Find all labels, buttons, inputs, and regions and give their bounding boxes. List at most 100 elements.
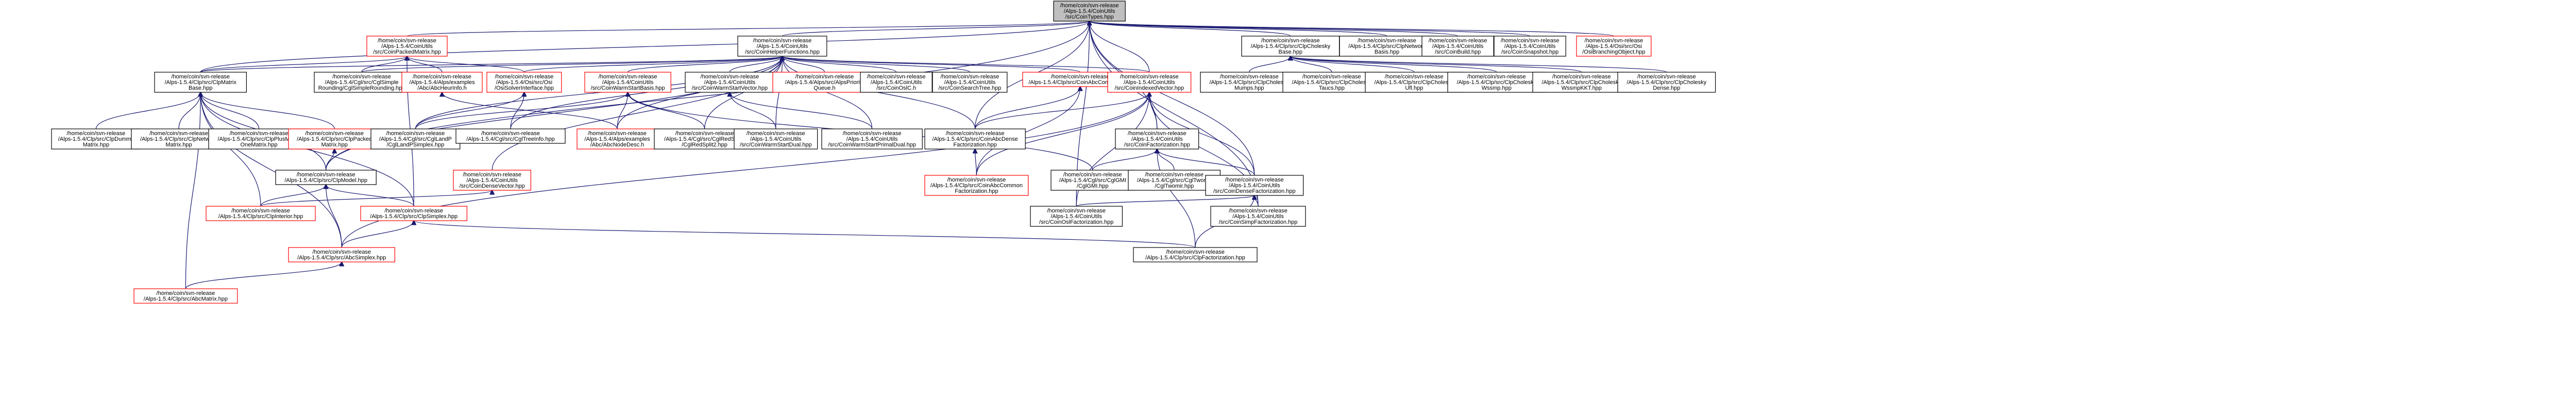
node-label-line: /Alps-1.5.4/Clp/src/ClpModel.hpp bbox=[284, 177, 367, 184]
node-coin-build[interactable]: /home/coin/svn-release/Alps-1.5.4/CoinUt… bbox=[1421, 36, 1494, 57]
node-clp-interior[interactable]: /home/coin/svn-release/Alps-1.5.4/Clp/sr… bbox=[206, 206, 316, 221]
node-coin-abc-common-factorization[interactable]: /home/coin/svn-release/Alps-1.5.4/Clp/sr… bbox=[924, 175, 1029, 196]
node-box bbox=[1421, 36, 1494, 57]
edge-coinBuild-to-root bbox=[1090, 21, 1459, 37]
edge-cglSimpleRounding-to-coinHelper bbox=[361, 56, 782, 73]
node-label-line: /Alps-1.5.4/CoinUtils bbox=[944, 79, 996, 86]
node-label-line: /home/coin/svn-release bbox=[747, 130, 805, 137]
node-coin-warm-start-vector[interactable]: /home/coin/svn-release/Alps-1.5.4/CoinUt… bbox=[685, 72, 775, 93]
edge-osiBranching-to-root bbox=[1090, 21, 1614, 37]
node-root[interactable]: /home/coin/svn-release/Alps-1.5.4/CoinUt… bbox=[1053, 1, 1126, 22]
node-clp-cholesky-dense[interactable]: /home/coin/svn-release/Alps-1.5.4/Clp/sr… bbox=[1617, 72, 1716, 93]
node-label-line: /src/CoinDenseFactorization.hpp bbox=[1213, 188, 1296, 194]
node-cgl-simple-rounding[interactable]: /home/coin/svn-release/Alps-1.5.4/Cgl/sr… bbox=[314, 72, 410, 93]
node-label-line: /home/coin/svn-release bbox=[701, 74, 759, 80]
node-clp-cholesky-mumps[interactable]: /home/coin/svn-release/Alps-1.5.4/Clp/sr… bbox=[1200, 72, 1299, 93]
node-clp-cholesky-base[interactable]: /home/coin/svn-release/Alps-1.5.4/Clp/sr… bbox=[1241, 36, 1340, 57]
node-coin-simp-factorization[interactable]: /home/coin/svn-release/Alps-1.5.4/CoinUt… bbox=[1210, 206, 1306, 227]
node-coin-warm-start-primal-dual[interactable]: /home/coin/svn-release/Alps-1.5.4/CoinUt… bbox=[821, 128, 923, 150]
node-coin-dense-vector[interactable]: /home/coin/svn-release/Alps-1.5.4/CoinUt… bbox=[453, 170, 531, 191]
node-coin-dense-factorization[interactable]: /home/coin/svn-release/Alps-1.5.4/CoinUt… bbox=[1205, 175, 1304, 196]
node-label-line: /Alps-1.5.4/Clp/src/AbcSimplex.hpp bbox=[297, 255, 386, 261]
node-label-line: /home/coin/svn-release bbox=[1060, 3, 1119, 9]
node-clp-cholesky-wssmp[interactable]: /home/coin/svn-release/Alps-1.5.4/Clp/sr… bbox=[1447, 72, 1546, 93]
node-clp-packed-matrix[interactable]: /home/coin/svn-release/Alps-1.5.4/Clp/sr… bbox=[288, 128, 381, 150]
node-coin-warm-start-dual[interactable]: /home/coin/svn-release/Alps-1.5.4/CoinUt… bbox=[734, 128, 818, 150]
node-label-line: /home/coin/svn-release bbox=[384, 208, 443, 214]
node-coin-warm-start-basis[interactable]: /home/coin/svn-release/Alps-1.5.4/CoinUt… bbox=[584, 72, 671, 93]
node-box bbox=[133, 288, 238, 304]
node-label-line: /home/coin/svn-release bbox=[1358, 38, 1416, 44]
node-cgl-land-p[interactable]: /home/coin/svn-release/Alps-1.5.4/Cgl/sr… bbox=[370, 128, 461, 150]
edge-coinAbcDenseFactorization-to-coinIndexedVector bbox=[975, 92, 1149, 129]
edge-clpCholeskyWssmp-to-clpCholeskyBase bbox=[1291, 56, 1497, 73]
node-label-line: /Alps-1.5.4/Clp/src/ClpCholesky bbox=[1456, 79, 1536, 86]
node-label-line: /src/CoinSearchTree.hpp bbox=[938, 85, 1001, 91]
node-coin-abc-dense-factorization[interactable]: /home/coin/svn-release/Alps-1.5.4/Clp/sr… bbox=[924, 128, 1026, 150]
node-box bbox=[275, 170, 377, 185]
node-clp-model[interactable]: /home/coin/svn-release/Alps-1.5.4/Clp/sr… bbox=[275, 170, 377, 185]
node-coin-osl-factorization[interactable]: /home/coin/svn-release/Alps-1.5.4/CoinUt… bbox=[1030, 206, 1123, 227]
node-clp-cholesky-taucs[interactable]: /home/coin/svn-release/Alps-1.5.4/Clp/sr… bbox=[1282, 72, 1381, 93]
node-box bbox=[314, 72, 410, 93]
node-label-line: /Alps-1.5.4/Cgl/src/CglGMI bbox=[1059, 177, 1126, 184]
node-label-line: Rounding/CglSimpleRounding.hpp bbox=[318, 85, 405, 91]
node-clp-simplex[interactable]: /home/coin/svn-release/Alps-1.5.4/Clp/sr… bbox=[360, 206, 467, 221]
node-label-line: /Alps-1.5.4/CoinUtils bbox=[871, 79, 922, 86]
node-label-line: /src/CoinWarmStartDual.hpp bbox=[740, 142, 812, 148]
node-box bbox=[288, 128, 381, 150]
node-clp-cholesky-wssmp-k-k-t[interactable]: /home/coin/svn-release/Alps-1.5.4/Clp/sr… bbox=[1532, 72, 1631, 93]
node-coin-snapshot[interactable]: /home/coin/svn-release/Alps-1.5.4/CoinUt… bbox=[1494, 36, 1566, 57]
node-coin-search-tree[interactable]: /home/coin/svn-release/Alps-1.5.4/CoinUt… bbox=[932, 72, 1008, 93]
node-abc-simplex[interactable]: /home/coin/svn-release/Alps-1.5.4/Clp/sr… bbox=[288, 247, 395, 262]
node-label-line: Factorization.hpp bbox=[953, 142, 996, 148]
node-alps-priority-queue[interactable]: /home/coin/svn-release/Alps-1.5.4/Alps/s… bbox=[772, 72, 877, 93]
node-clp-factorization[interactable]: /home/coin/svn-release/Alps-1.5.4/Clp/sr… bbox=[1133, 247, 1258, 262]
node-label-line: /src/CoinOslC.h bbox=[876, 85, 916, 91]
node-label-line: /Alps-1.5.4/Clp/src/ClpDummy bbox=[58, 136, 134, 142]
edge-coinWarmStartDual-to-coinWarmStartVector bbox=[730, 92, 776, 129]
node-box bbox=[584, 72, 671, 93]
node-label-line: /Alps-1.5.4/CoinUtils bbox=[381, 43, 433, 50]
node-label-line: /Alps-1.5.4/CoinUtils bbox=[1232, 213, 1284, 220]
node-box bbox=[737, 36, 827, 57]
node-coin-indexed-vector[interactable]: /home/coin/svn-release/Alps-1.5.4/CoinUt… bbox=[1107, 72, 1192, 93]
edge-coinAbcCommonFactorization-to-coinIndexedVector bbox=[976, 92, 1149, 176]
node-coin-helper[interactable]: /home/coin/svn-release/Alps-1.5.4/CoinUt… bbox=[737, 36, 827, 57]
node-label-line: /home/coin/svn-release bbox=[843, 130, 902, 137]
node-cgl-g-m-i[interactable]: /home/coin/svn-release/Alps-1.5.4/Cgl/sr… bbox=[1050, 170, 1135, 191]
node-label-line: /home/coin/svn-release bbox=[297, 172, 355, 178]
node-clp-dummy-matrix[interactable]: /home/coin/svn-release/Alps-1.5.4/Clp/sr… bbox=[51, 128, 141, 150]
node-label-line: /Alps-1.5.4/Clp/src/ClpCholesky bbox=[1209, 79, 1289, 86]
node-osi-branching[interactable]: /home/coin/svn-release/Alps-1.5.4/Osi/sr… bbox=[1576, 36, 1652, 57]
edge-clpCholeskyDense-to-clpCholeskyBase bbox=[1291, 56, 1667, 73]
node-label-line: /src/CoinBuild.hpp bbox=[1435, 49, 1481, 55]
node-label-line: /Alps-1.5.4/Alps/examples bbox=[584, 136, 650, 142]
node-label-line: /home/coin/svn-release bbox=[753, 38, 812, 44]
node-abc-node-desc[interactable]: /home/coin/svn-release/Alps-1.5.4/Alps/e… bbox=[577, 128, 658, 150]
node-osi-solver-interface[interactable]: /home/coin/svn-release/Alps-1.5.4/Osi/sr… bbox=[486, 72, 562, 93]
edge-coinSnapshot-to-root bbox=[1090, 21, 1531, 37]
node-label-line: Base.hpp bbox=[189, 85, 212, 91]
node-coin-packed-matrix[interactable]: /home/coin/svn-release/Alps-1.5.4/CoinUt… bbox=[366, 36, 448, 57]
node-cgl-twomir[interactable]: /home/coin/svn-release/Alps-1.5.4/Cgl/sr… bbox=[1128, 170, 1221, 191]
node-label-line: Ufl.hpp bbox=[1405, 85, 1423, 91]
node-coin-osl-c[interactable]: /home/coin/svn-release/Alps-1.5.4/CoinUt… bbox=[860, 72, 933, 93]
node-label-line: /home/coin/svn-release bbox=[1063, 172, 1122, 178]
node-coin-factorization[interactable]: /home/coin/svn-release/Alps-1.5.4/CoinUt… bbox=[1115, 128, 1199, 150]
node-abc-heur-info[interactable]: /home/coin/svn-release/Alps-1.5.4/Alps/e… bbox=[401, 72, 483, 93]
node-clp-matrix-base[interactable]: /home/coin/svn-release/Alps-1.5.4/Clp/sr… bbox=[154, 72, 247, 93]
node-label-line: /Alps-1.5.4/Cgl/src/CglTreeInfo.hpp bbox=[466, 136, 554, 142]
node-abc-matrix[interactable]: /home/coin/svn-release/Alps-1.5.4/Clp/sr… bbox=[133, 288, 238, 304]
node-label-line: /home/coin/svn-release bbox=[495, 74, 554, 80]
node-label-line: /Alps-1.5.4/Cgl/src/CglLandP bbox=[379, 136, 452, 142]
edge-clpPackedMatrix-to-clpMatrixBase bbox=[200, 92, 335, 129]
node-clp-network-basis[interactable]: /home/coin/svn-release/Alps-1.5.4/Clp/sr… bbox=[1339, 36, 1435, 57]
edge-coinPackedMatrix-to-root bbox=[406, 21, 1090, 37]
node-label-line: /home/coin/svn-release bbox=[1120, 74, 1179, 80]
node-label-line: /OsiBranchingObject.hpp bbox=[1582, 49, 1645, 55]
node-label-line: /Alps-1.5.4/Osi/src/Osi bbox=[496, 79, 552, 86]
node-cgl-tree-info[interactable]: /home/coin/svn-release/Alps-1.5.4/Cgl/sr… bbox=[455, 128, 566, 144]
node-clp-cholesky-ufl[interactable]: /home/coin/svn-release/Alps-1.5.4/Clp/sr… bbox=[1365, 72, 1464, 93]
node-box bbox=[734, 128, 818, 150]
